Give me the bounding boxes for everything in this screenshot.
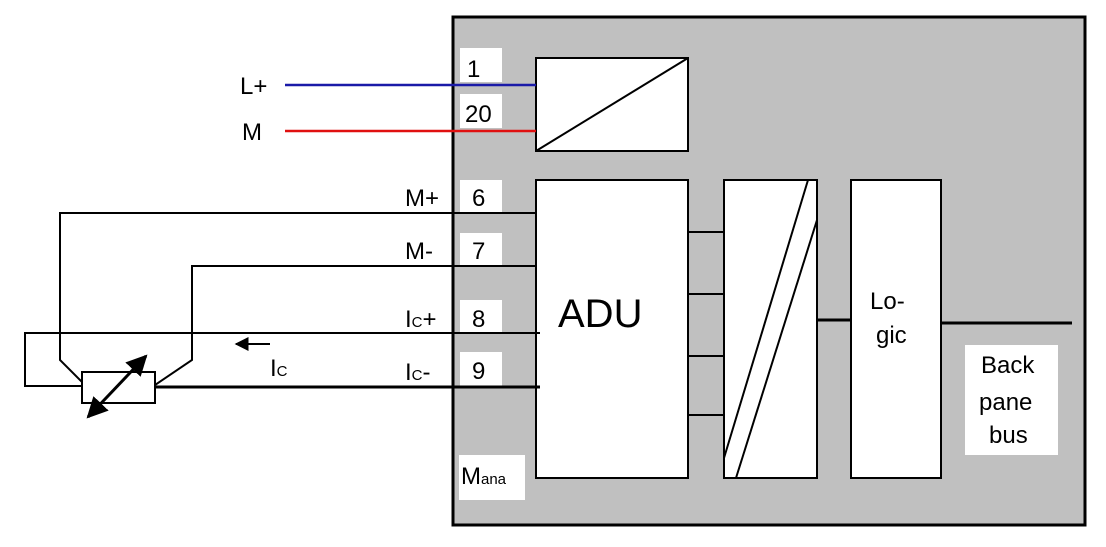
backplane-box	[965, 345, 1058, 455]
terminal-6-label: 6	[472, 185, 485, 212]
icminus-label: IC-	[405, 359, 431, 386]
supply-lplus-label: L+	[240, 73, 267, 100]
signal-wiring	[24, 212, 540, 389]
logic-block	[850, 179, 942, 479]
terminal-7-box	[460, 233, 502, 267]
variable-resistor-icon	[81, 354, 156, 419]
supply-m-label: M	[242, 119, 262, 146]
terminal-6-box	[460, 180, 502, 214]
mplus-label: M+	[405, 185, 439, 212]
backplane-line2: pane	[979, 389, 1032, 416]
mana-box	[459, 455, 525, 500]
converter-slash-1	[723, 179, 809, 459]
terminal-20-label: 20	[465, 101, 492, 128]
terminal-9-label: 9	[472, 358, 485, 385]
backplane-line3: bus	[989, 422, 1028, 449]
terminal-20-box	[460, 94, 502, 128]
terminal-block: 1 20 6 7 8 9	[460, 48, 502, 386]
terminal-8-box	[460, 300, 502, 334]
terminal-8-label: 8	[472, 306, 485, 333]
logic-label-line2: gic	[876, 322, 907, 349]
terminal-7-label: 7	[472, 238, 485, 265]
terminal-1-box	[460, 48, 502, 82]
current-label: IC	[270, 355, 288, 382]
icplus-label: IC+	[405, 306, 437, 333]
terminal-1-label: 1	[467, 56, 480, 83]
mana-label: Mana	[461, 463, 507, 490]
adu-converter-bus	[688, 231, 724, 416]
logic-label-line1: Lo-	[870, 288, 905, 315]
adu-block	[535, 179, 689, 479]
converter-slash-2	[735, 219, 818, 479]
backplane-line1: Back	[981, 352, 1035, 379]
adu-label: ADU	[558, 292, 642, 336]
terminal-9-box	[460, 352, 502, 386]
converter-icon	[723, 179, 818, 479]
power-converter-diagonal	[535, 57, 689, 152]
mminus-label: M-	[405, 238, 433, 265]
